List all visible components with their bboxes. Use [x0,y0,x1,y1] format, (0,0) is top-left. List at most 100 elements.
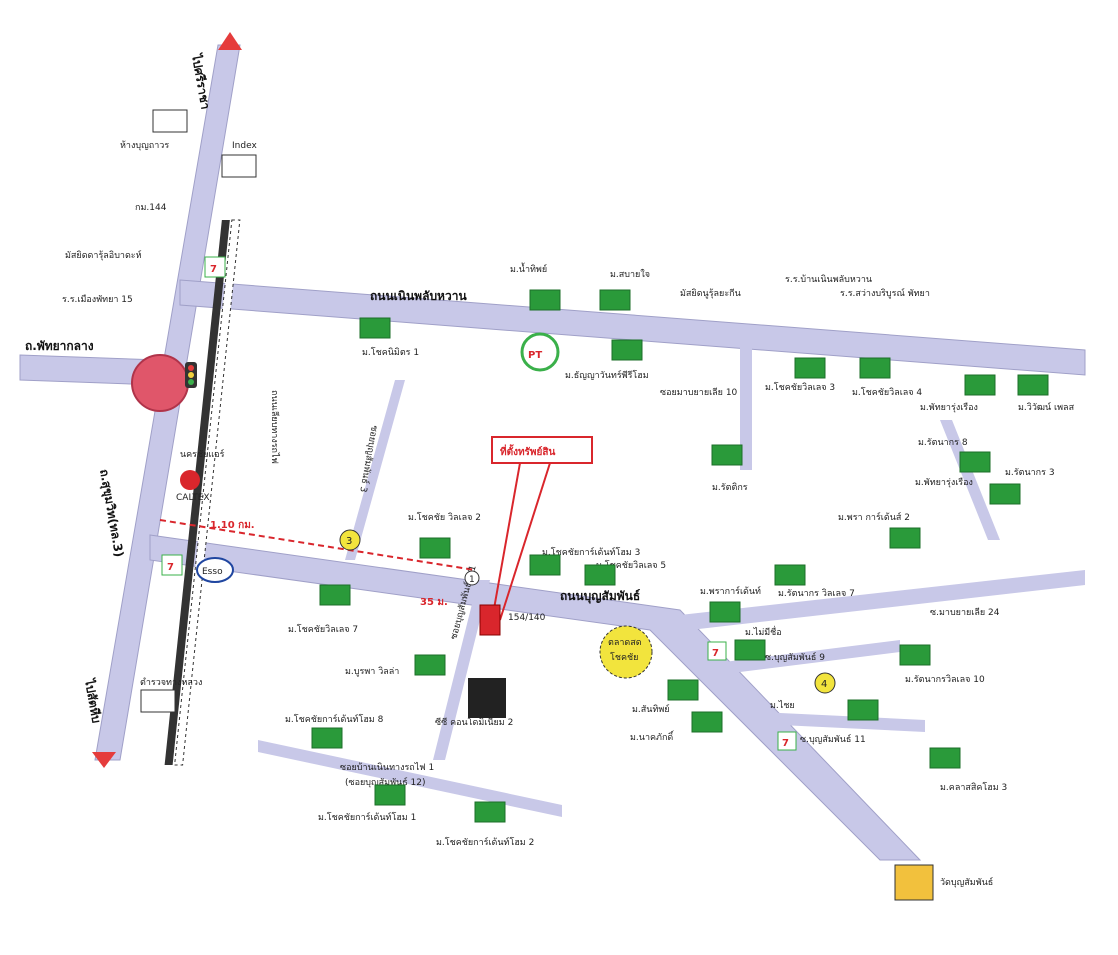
label-soi-11: ซ.บุญสัมพันธ์ 11 [800,733,866,745]
house-icon [319,584,351,606]
arrow-north-icon [218,32,242,50]
village-pattaya-rung-2: ม.พัทยารุ่งเรือง [915,477,973,488]
label-pattaya-klang: ถ.พัทยากลาง [25,339,94,353]
envelope-icon [152,109,188,133]
railway-line [164,220,230,765]
target-label: ที่ตั้งทรัพย์สิน [500,444,555,458]
place-highway-police: ตำรวจทางหลวง [140,677,202,688]
road-noen-phlap-wan [179,279,1086,376]
house-icon [929,747,961,769]
village-chokchai-1: ม.โชคนิมิตร 1 [362,347,419,358]
target-pointer [491,462,521,621]
village-rat-nakorn-v10: ม.รัตนากรวิลเลจ 10 [905,674,985,685]
temple-icon [894,864,934,901]
road-soi-9b [700,640,900,677]
village-pran-gardens: ม.พรา การ์เด้นส์ 2 [838,511,910,523]
house-icon [794,357,826,379]
house-icon [584,564,616,586]
village-burapha: ม.บูรพา วิลล่า [345,666,399,677]
place-school-noen: ร.ร.บ้านเนินพลับหวาน [785,274,872,285]
house-icon [989,483,1021,505]
marker-3-icon [339,529,361,551]
road-soi-3 [345,380,405,560]
distance-line [159,519,476,571]
target-number: 154/140 [508,613,546,623]
place-mosque2: มัสยิดนูรุ้ลยะกีน [680,288,741,299]
market-label-1: ตลาดสด [608,638,642,648]
village-chokchai-v2: ม.โชคชัย วิลเลจ 2 [408,512,481,523]
house-icon [734,639,766,661]
house-icon [709,601,741,623]
village-wiwat: ม.วิวัฒน์ เพลส [1018,401,1075,413]
village-chokchai-g3: ม.โชคชัยการ์เด้นท์โฮม 3 [542,546,640,558]
road-soi-ban-noen [258,740,562,817]
seven-eleven-icon-3 [707,641,727,661]
seven-label-1: 7 [210,264,217,275]
marker-4-label: 4 [821,679,827,690]
place-bunchavarn: ห้างบุญถาวร [120,140,169,151]
pt-icon [520,332,560,372]
traffic-light-red [188,365,194,371]
road-branch-east [940,420,1000,540]
target-building-icon [479,604,501,636]
place-wat: วัดบุญสัมพันธ์ [940,876,993,888]
road-soi-10 [740,340,752,470]
label-km: กม.144 [135,203,167,213]
village-chokchai-v3: ม.โชคชัยวิลเลจ 3 [765,382,835,393]
village-narakdee: ม.นาคภักดิ์ [630,730,675,743]
house-icon [691,711,723,733]
road-soi-9 [680,570,1085,630]
village-chokchai-v5: ม.โชคชัยวิลเลจ 5 [596,560,666,571]
railway-ties [174,219,241,766]
label-noen-phlap-wan: ถนนเนินพลับหวาน [370,289,467,303]
place-mosque: มัสยิดดารุ้ลอิบาดะห์ [65,249,142,261]
caltex-icon [180,470,200,490]
marker-1-icon [464,570,480,586]
market-label-2: โชคชัย [610,652,638,663]
village-rat-nakorn-v7: ม.รัตนากร วิลเลจ 7 [778,588,855,599]
target-callout-box [491,436,593,464]
seven-label-2: 7 [167,562,174,573]
esso-label: Esso [202,567,223,577]
village-chokchai-g8: ม.โชคชัยการ์เด้นท์โฮม 8 [285,713,384,725]
seven-eleven-icon-4 [777,731,797,751]
pt-label: PT [528,350,542,361]
house-icon [711,444,743,466]
place-school-sawang: ร.ร.สว่างบริบูรณ์ พัทยา [840,287,930,299]
village-rat-nakorn-8: ม.รัตนากร 8 [918,438,968,448]
village-thanyawan: ม.ธัญญาวันทร์พีรีโฮม [565,369,649,381]
arrow-south-icon [92,752,116,768]
roundabout-icon [131,354,189,412]
marker-1-label: 1 [469,575,475,585]
marker-3-label: 3 [346,536,352,547]
label-railway: ถนนเลียบทางรถไฟ [269,390,280,464]
traffic-light-green [188,379,194,385]
road-soi-11 [760,712,925,732]
label-soi-24: ซ.มาบยายเลีย 24 [930,607,1000,618]
house-icon [959,451,991,473]
house-icon [774,564,806,586]
house-icon [414,654,446,676]
place-school-mueang: ร.ร.เมืองพัทยา 15 [62,294,133,305]
village-sabai-jai: ม.สบายใจ [610,269,650,280]
label-soi-ban-noen: ซอยบ้านเนินทางรถไฟ 1 [340,762,434,773]
seven-eleven-icon-2 [161,554,183,576]
label-soi-10: ซอยมาบยายเลีย 10 [660,387,738,398]
distance-main-label: 1.10 กม. [210,520,255,531]
place-condo: ซีซี คอนโดมิเนียม 2 [435,717,513,728]
seven-label-3: 7 [712,648,719,659]
village-santhip: ม.สันทิพย์ [632,703,670,715]
label-bunsamphan: ถนนบุญสัมพันธ์ [560,589,640,604]
house-icon [1017,374,1049,396]
village-ma-nonchai: ม.ไชย [770,700,795,711]
envelope-icon-3 [140,689,176,713]
traffic-light-yellow [188,372,194,378]
target-pointer-2 [499,462,551,621]
caltex-label: CALTEX [176,493,210,503]
village-chokchai-v4: ม.โชคชัยวิลเลจ 4 [852,387,922,398]
village-ratchaphruk: ม.รัตติกร [712,482,748,493]
house-icons [311,289,1049,823]
seven-label-4: 7 [782,738,789,749]
village-mai-mi-chue: ม.ไม่มีชื่อ [745,625,782,638]
